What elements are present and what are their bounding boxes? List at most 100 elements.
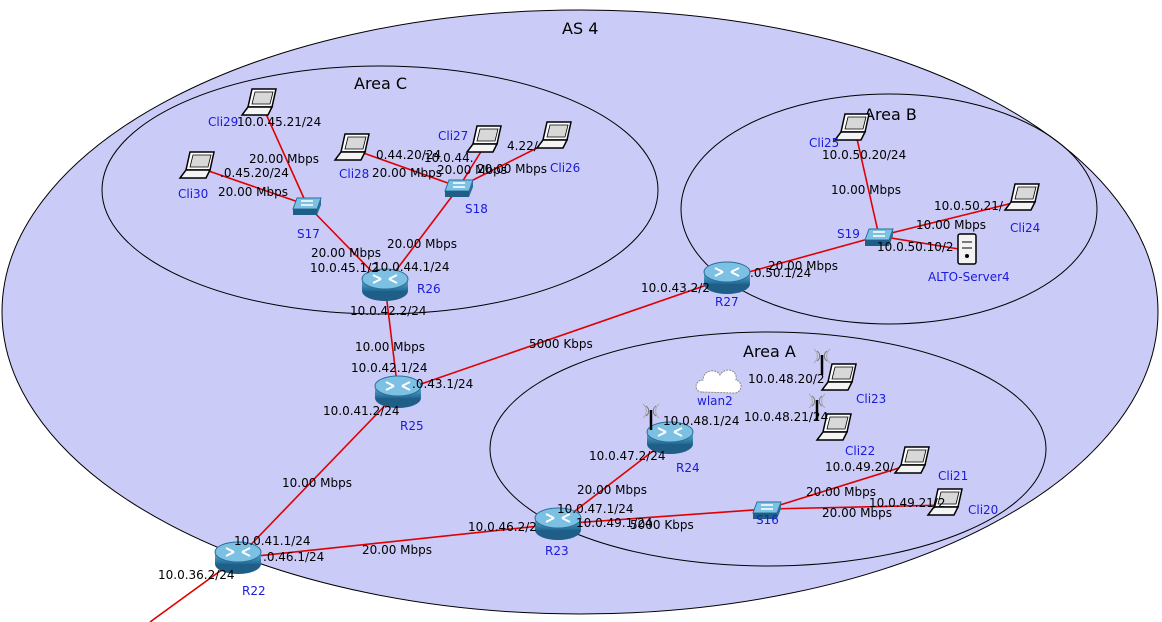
link-r22-r23 bbox=[237, 523, 559, 559]
router-r25-label: R25 bbox=[400, 419, 424, 433]
link-r23-r24 bbox=[557, 437, 671, 525]
speed-label: 20.00 Mbps bbox=[372, 166, 442, 180]
ip-label: 10.0.45.1/2 bbox=[310, 261, 379, 275]
cli23-label: Cli23 bbox=[856, 392, 886, 406]
link-r25-r26 bbox=[384, 284, 399, 393]
area-b-boundary bbox=[680, 93, 1098, 325]
link-r27-s19 bbox=[726, 235, 880, 279]
ip-label: 10.0.36.2/24 bbox=[158, 568, 235, 582]
ip-label: 10.0.41.1/24 bbox=[234, 534, 311, 548]
area-c-label: Area C bbox=[354, 74, 407, 93]
cli30-label: Cli30 bbox=[178, 187, 208, 201]
link-s19-cli25 bbox=[854, 129, 880, 237]
switch-s18[interactable] bbox=[444, 179, 474, 198]
area-a-label: Area A bbox=[743, 342, 796, 361]
ip-label: 10.0.47.1/24 bbox=[557, 502, 634, 516]
ip-label: 10.0.41.2/24 bbox=[323, 404, 400, 418]
switch-s19-label: S19 bbox=[837, 227, 860, 241]
ip-label: 4.22/ bbox=[507, 139, 539, 153]
server-label: ALTO-Server4 bbox=[928, 270, 1010, 284]
ip-label: .0.45.20/24 bbox=[220, 166, 289, 180]
link-s16-cli20 bbox=[766, 504, 949, 510]
link-s19-cli24 bbox=[878, 199, 1026, 237]
cli21-label: Cli21 bbox=[938, 469, 968, 483]
router-r23-label: R23 bbox=[545, 544, 569, 558]
ip-label: 0.44.20/24 bbox=[376, 148, 441, 162]
link-s16-cli21 bbox=[766, 462, 916, 510]
cli27-label: Cli27 bbox=[438, 129, 468, 143]
speed-label: 10.00 Mbps bbox=[831, 183, 901, 197]
switch-s16-label: S16 bbox=[756, 513, 779, 527]
speed-label: 20.00 Mbps bbox=[768, 259, 838, 273]
cli24-label: Cli24 bbox=[1010, 221, 1040, 235]
link-s19-server bbox=[878, 235, 966, 251]
as-label: AS 4 bbox=[562, 19, 598, 38]
link-r23-s16 bbox=[557, 508, 768, 525]
ip-label: 10.0.50.20/24 bbox=[822, 148, 906, 162]
speed-label: 20.00 Mbps bbox=[249, 152, 319, 166]
area-b-label: Area B bbox=[864, 105, 917, 124]
ip-label: 10.0.49.21/2 bbox=[869, 496, 946, 510]
as-boundary bbox=[1, 9, 1159, 615]
cloud-icon bbox=[695, 369, 742, 394]
switch-s17-label: S17 bbox=[297, 227, 320, 241]
cli29-label: Cli29 bbox=[208, 115, 238, 129]
ip-label: .0.50.1/24 bbox=[750, 266, 811, 280]
area-c-boundary bbox=[101, 65, 659, 315]
link-r26-s18 bbox=[384, 186, 460, 286]
ip-label: 10.0.43.2/2 bbox=[641, 281, 710, 295]
router-r27-label: R27 bbox=[715, 295, 739, 309]
ip-label: 10.0.49.1/24 bbox=[576, 516, 653, 530]
ip-label: 10.0.48.21/24 bbox=[744, 410, 828, 424]
ip-label: 10.0.44.1/24 bbox=[373, 260, 450, 274]
speed-label: 10.00 Mbps bbox=[916, 218, 986, 232]
link-r22-r25 bbox=[237, 391, 399, 559]
speed-label: 5000 Kbps bbox=[529, 337, 593, 351]
ip-label: 10.0.48.20/2 bbox=[748, 372, 825, 386]
ip-label: 10.0.45.21/24 bbox=[237, 115, 321, 129]
speed-label: 20.00 Mbps bbox=[387, 237, 457, 251]
switch-s17[interactable] bbox=[292, 197, 322, 216]
cli22-label: Cli22 bbox=[845, 444, 875, 458]
router-r26-label: R26 bbox=[417, 282, 441, 296]
links bbox=[149, 104, 1026, 622]
ip-label: .0.43.1/24 bbox=[412, 377, 473, 391]
ip-label: 10.0.49.20/ bbox=[825, 460, 895, 474]
speed-label: 10.00 Mbps bbox=[282, 476, 352, 490]
ip-label: 10.0.50.10/2 bbox=[877, 240, 954, 254]
switch-s18-label: S18 bbox=[465, 202, 488, 216]
cli26-label: Cli26 bbox=[550, 161, 580, 175]
router-r27[interactable] bbox=[703, 261, 751, 295]
speed-label: 20.00 Mbps bbox=[311, 246, 381, 260]
link-s17-cli30 bbox=[199, 167, 308, 206]
area-a-boundary bbox=[489, 331, 1047, 567]
link-r25-r27 bbox=[397, 277, 728, 393]
ip-label: 10.0.42.2/24 bbox=[350, 304, 427, 318]
ip-label: 10.0.42.1/24 bbox=[351, 361, 428, 375]
ip-label: 10.0.47.2/24 bbox=[589, 449, 666, 463]
router-r22-label: R22 bbox=[242, 584, 266, 598]
cloud-label: wlan2 bbox=[697, 394, 733, 408]
ip-label: 10.0.46.2/2 bbox=[468, 520, 537, 534]
cli25-label: Cli25 bbox=[809, 136, 839, 150]
speed-label: 20.00 Mbps bbox=[218, 185, 288, 199]
cli28-label: Cli28 bbox=[339, 167, 369, 181]
cli20-label: Cli20 bbox=[968, 503, 998, 517]
speed-label: 20.00 Mbps bbox=[806, 485, 876, 499]
speed-label: 20.00 Mbps bbox=[577, 483, 647, 497]
ip-label: 10.0.44. bbox=[424, 151, 474, 165]
speed-label: 20.00 Mbps bbox=[437, 163, 507, 177]
ip-label: .0.46.1/24 bbox=[263, 550, 324, 564]
link-s17-cli29 bbox=[261, 104, 308, 206]
speed-label: 20.00 Mbps bbox=[822, 506, 892, 520]
speed-label: 20.00 Mbps bbox=[477, 162, 547, 176]
speed-label: 20.00 Mbps bbox=[362, 543, 432, 557]
ip-label: 10.0.48.1/24 bbox=[663, 414, 740, 428]
link-s18-cli28 bbox=[354, 149, 460, 188]
router-r24-label: R24 bbox=[676, 461, 700, 475]
speed-label: 5000 Kbps bbox=[630, 518, 694, 532]
speed-label: 10.00 Mbps bbox=[355, 340, 425, 354]
ip-label: 10.0.50.21/ bbox=[934, 199, 1004, 213]
server-icon[interactable] bbox=[957, 233, 977, 265]
